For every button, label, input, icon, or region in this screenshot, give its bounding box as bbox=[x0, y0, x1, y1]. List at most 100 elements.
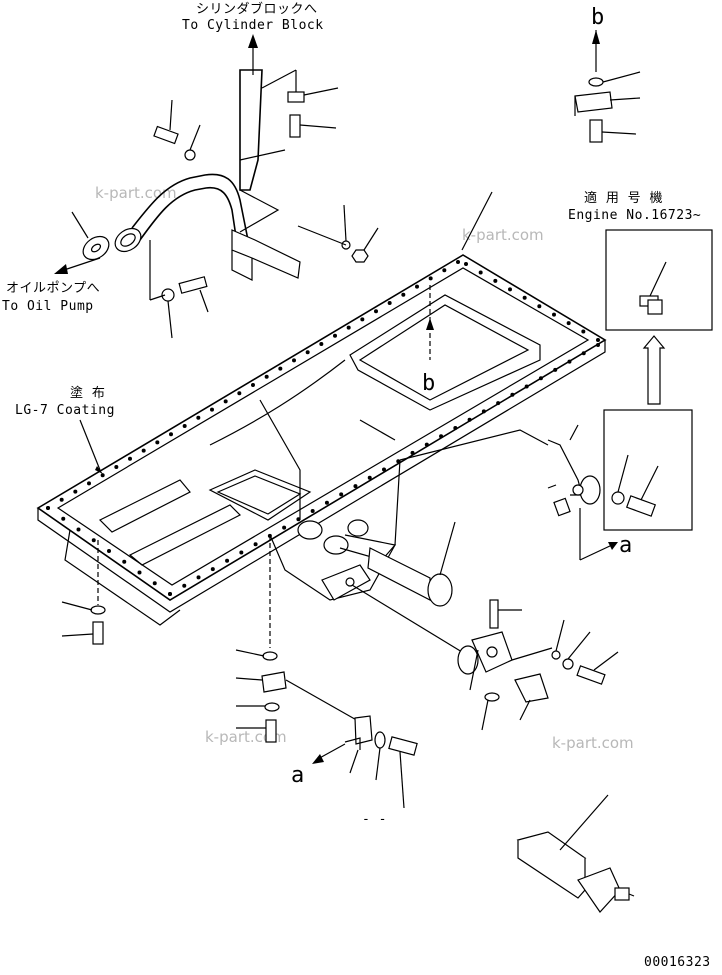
flange-hole bbox=[100, 473, 105, 478]
flange-hole bbox=[464, 262, 468, 266]
flange-hole bbox=[182, 424, 187, 428]
detail-a-right bbox=[399, 424, 618, 561]
flange-hole bbox=[346, 325, 351, 330]
flange-hole bbox=[61, 516, 66, 521]
label-to-oil-pump-jp: オイルポンプへ bbox=[6, 281, 100, 296]
reference-arrow-b-pan bbox=[426, 285, 434, 360]
flange-hole bbox=[46, 506, 50, 510]
detail-b-assembly bbox=[574, 30, 641, 143]
flange-hole bbox=[439, 434, 444, 439]
flange-hole bbox=[360, 317, 365, 322]
pipe-fasteners bbox=[149, 99, 209, 339]
label-to-oil-pump-en: To Oil Pump bbox=[2, 299, 94, 314]
flange-hole bbox=[456, 260, 460, 264]
flange-hole bbox=[141, 448, 146, 453]
flange-hole bbox=[59, 497, 64, 502]
flange-hole bbox=[310, 509, 315, 513]
flange-hole bbox=[296, 517, 301, 522]
flange-hole bbox=[210, 567, 215, 572]
flange-hole bbox=[367, 475, 372, 480]
flange-hole bbox=[182, 583, 187, 588]
flange-hole bbox=[107, 549, 111, 553]
flange-hole bbox=[122, 559, 127, 564]
stray-mark: - - bbox=[362, 812, 387, 827]
flange-hole bbox=[278, 366, 283, 371]
flange-hole bbox=[566, 321, 571, 326]
label-to-cylinder-block-jp: シリンダブロックへ bbox=[196, 1, 318, 17]
watermark: k-part.com bbox=[95, 184, 177, 202]
flange-hole bbox=[339, 492, 344, 497]
flange-hole bbox=[196, 415, 201, 420]
flange-hole bbox=[225, 558, 230, 563]
oil-pump-gasket bbox=[71, 211, 110, 261]
flange-hole bbox=[508, 287, 512, 292]
flange-hole bbox=[467, 417, 472, 422]
flange-hole bbox=[442, 268, 447, 273]
flange-hole bbox=[478, 270, 483, 275]
label-engine-no: Engine No.16723~ bbox=[568, 208, 701, 223]
arrow-to-oil-pump bbox=[54, 257, 101, 274]
flange-hole bbox=[128, 456, 132, 461]
flange-hole bbox=[196, 575, 201, 580]
coating-leader bbox=[79, 419, 103, 474]
flange-hole bbox=[76, 527, 81, 532]
arrow-to-cylinder-block bbox=[248, 34, 258, 75]
ref-letter-a-left: a bbox=[291, 763, 304, 788]
flange-hole bbox=[496, 401, 501, 406]
flange-hole bbox=[410, 450, 415, 455]
inset-new-engine-box bbox=[603, 229, 713, 531]
figure-number: 00016323 bbox=[644, 955, 711, 970]
suction-pipe-assembly bbox=[114, 69, 301, 281]
drain-valve-assembly bbox=[351, 584, 619, 731]
flange-hole bbox=[382, 467, 386, 472]
flange-hole bbox=[522, 295, 527, 300]
flange-hole bbox=[552, 312, 556, 317]
flange-hole bbox=[581, 351, 586, 356]
gasket-coating-holes bbox=[46, 260, 600, 596]
ref-letter-a-right: a bbox=[619, 533, 632, 558]
ref-letter-b-top: b bbox=[591, 5, 604, 30]
flange-hole bbox=[524, 384, 529, 389]
flange-hole bbox=[282, 525, 287, 530]
left-drop-bolts bbox=[61, 540, 106, 645]
flange-hole bbox=[155, 440, 160, 445]
flange-hole bbox=[324, 500, 329, 505]
flange-hole bbox=[152, 581, 157, 586]
drain-plug-cap bbox=[367, 521, 456, 607]
flange-hole bbox=[596, 343, 600, 347]
watermark: k-part.com bbox=[552, 734, 634, 752]
flange-hole bbox=[510, 392, 515, 397]
flange-hole bbox=[319, 342, 324, 346]
flange-hole bbox=[237, 391, 242, 396]
bracket-fasteners bbox=[261, 69, 379, 263]
pan-mount-leader bbox=[461, 191, 493, 251]
flange-hole bbox=[396, 459, 401, 464]
label-to-cylinder-block-en: To Cylinder Block bbox=[182, 18, 324, 33]
label-coating-en: LG-7 Coating bbox=[15, 403, 115, 418]
flange-hole bbox=[168, 592, 172, 596]
flange-hole bbox=[424, 442, 429, 447]
flange-hole bbox=[537, 304, 542, 309]
flange-hole bbox=[223, 399, 228, 404]
flange-hole bbox=[239, 550, 244, 555]
flange-hole bbox=[353, 484, 358, 489]
ref-letter-b-pan: b bbox=[422, 371, 435, 396]
flange-hole bbox=[251, 383, 255, 387]
oil-pan bbox=[36, 254, 607, 626]
watermark: k-part.com bbox=[462, 226, 544, 244]
flange-hole bbox=[387, 301, 392, 305]
flange-hole bbox=[91, 538, 96, 543]
flange-hole bbox=[374, 309, 378, 314]
lower-left-bracket-assembly bbox=[235, 535, 418, 809]
label-applicable-jp: 適 用 号 機 bbox=[584, 190, 663, 206]
drain-port-area bbox=[297, 519, 397, 601]
flange-hole bbox=[292, 358, 296, 363]
flange-hole bbox=[73, 489, 78, 494]
flange-hole bbox=[596, 338, 600, 342]
flange-hole bbox=[453, 426, 458, 430]
flange-hole bbox=[553, 367, 558, 372]
flange-hole bbox=[253, 542, 258, 547]
flange-hole bbox=[567, 359, 572, 364]
level-gauge-part bbox=[516, 794, 635, 913]
